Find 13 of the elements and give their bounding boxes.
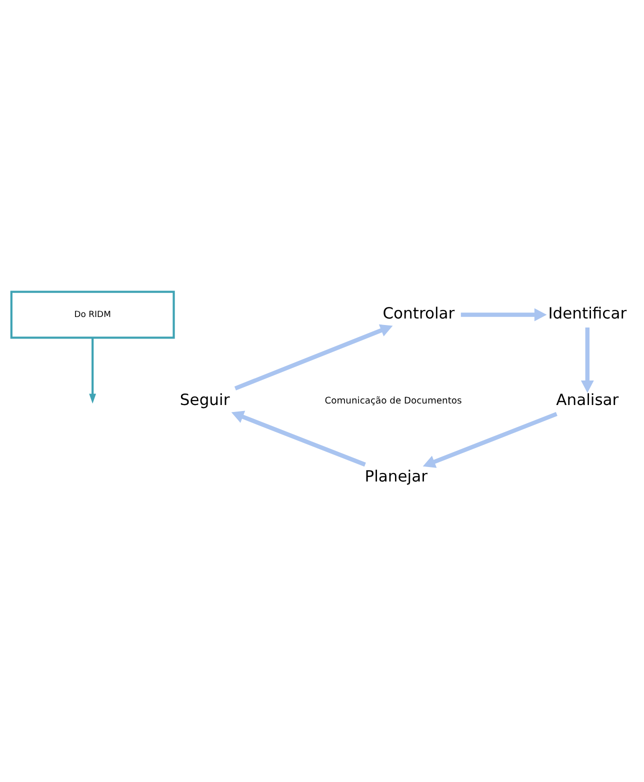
arrow — [422, 412, 558, 468]
label: Comunicação de Documentos — [324, 396, 462, 407]
arrow — [231, 410, 366, 467]
node-text: Analisar — [556, 391, 619, 410]
arrow — [460, 308, 547, 322]
arrow — [234, 324, 393, 390]
arrow — [580, 327, 594, 393]
node-text: Planejar — [364, 467, 428, 486]
node-text: Identificar — [548, 304, 627, 323]
node-box: Do RIDM — [10, 290, 175, 339]
arrow — [89, 338, 96, 404]
node-text: Controlar — [382, 304, 455, 323]
node-text: Seguir — [180, 391, 230, 410]
